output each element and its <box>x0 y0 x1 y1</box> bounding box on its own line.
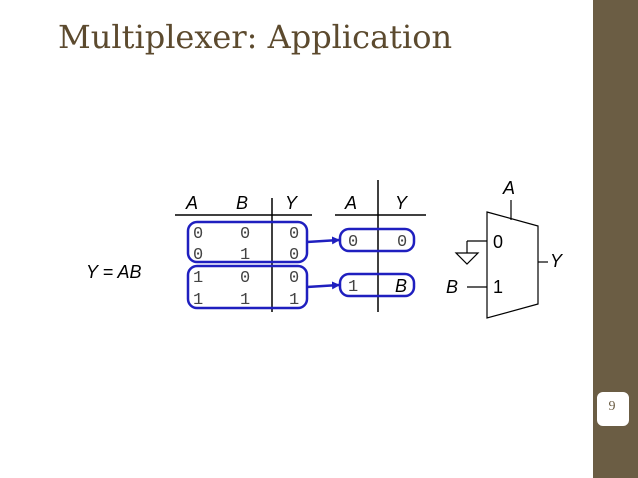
mux-input1-label: 1 <box>493 277 503 297</box>
arrow-a1 <box>306 281 340 290</box>
rt-header-y: Y <box>395 193 409 213</box>
rt-cell-r0-a: 0 <box>348 233 358 252</box>
slide-title: Multiplexer: Application <box>58 18 453 56</box>
tt-header-y: Y <box>285 193 299 213</box>
mux-input0-label: 0 <box>493 232 503 252</box>
tt-cell-r2-a: 1 <box>193 269 203 288</box>
mux-body <box>486 211 539 319</box>
tt-cell-r2-y: 0 <box>289 269 299 288</box>
tt-cell-r0-a: 0 <box>193 225 203 244</box>
rt-header-a: A <box>344 193 357 213</box>
mux-select-label: A <box>502 178 515 198</box>
page-number-badge <box>597 392 629 426</box>
rt-cell-r0-y: 0 <box>397 233 407 252</box>
rt-cell-r1-a: 1 <box>348 278 358 297</box>
tt-cell-r3-b: 1 <box>240 291 250 310</box>
page-number: 9 <box>608 399 616 414</box>
tt-cell-r1-a: 0 <box>193 246 203 265</box>
tt-cell-r1-b: 1 <box>240 246 250 265</box>
rt-row0-outline <box>338 227 416 253</box>
mux-input1-signal: B <box>446 277 458 297</box>
tt-cell-r1-y: 0 <box>289 246 299 265</box>
tt-cell-r3-a: 1 <box>193 291 203 310</box>
rt-row1-outline <box>338 272 416 298</box>
tt-cell-r0-b: 0 <box>240 225 250 244</box>
tt-header-b: B <box>236 193 248 213</box>
rt-cell-r1-y: B <box>395 276 407 296</box>
ground-icon <box>454 252 480 265</box>
tt-cell-r3-y: 1 <box>289 291 299 310</box>
mux-output-label: Y <box>550 251 564 271</box>
mux-diagram: Y = AB A B Y 0 0 0 0 1 0 1 0 0 1 1 1 A Y… <box>86 178 564 319</box>
tt-cell-r2-b: 0 <box>240 269 250 288</box>
equation-text: Y = AB <box>86 262 142 282</box>
tt-cell-r0-y: 0 <box>289 225 299 244</box>
tt-header-a: A <box>185 193 198 213</box>
arrow-a0 <box>306 236 340 245</box>
